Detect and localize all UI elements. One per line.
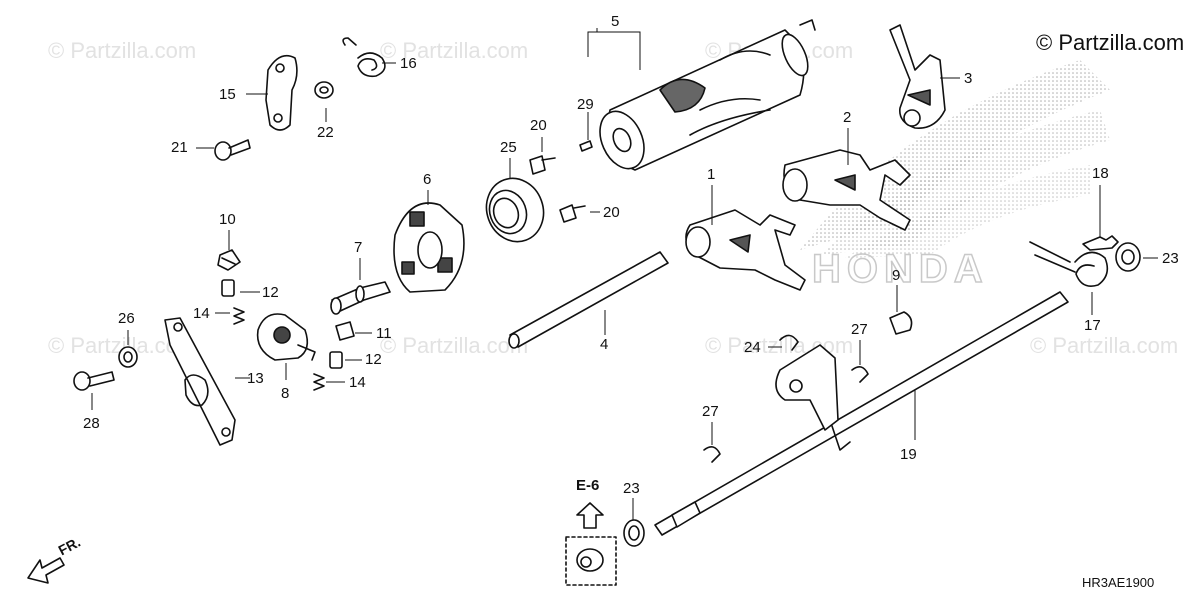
callout-25: 25 [500,139,517,156]
shift-fork-3 [889,24,946,129]
pin-11 [335,321,355,341]
stopper-plate [256,313,316,361]
callout-4: 4 [600,336,609,353]
callout-13: 13 [247,370,264,387]
bearing [485,177,545,243]
callout-20: 20 [603,204,620,221]
callout-8: 8 [281,385,290,402]
plug [889,311,913,335]
callout-15: 15 [219,86,236,103]
bolt [559,204,586,223]
callout-10: 10 [219,211,236,228]
callout-29: 29 [577,96,594,113]
collar-26 [118,346,138,368]
pin-bolt [330,281,391,315]
callout-27: 27 [702,403,719,420]
collar [329,351,343,369]
return-spring [342,37,386,78]
callout-19: 19 [900,446,917,463]
shift-fork-2 [782,149,911,231]
callout-27: 27 [851,321,868,338]
reference-label: E-6 [576,477,600,494]
bolt-21 [214,139,251,161]
shift-drum-center [393,202,465,293]
callout-28: 28 [83,415,100,432]
callout-2: 2 [843,109,852,126]
fork-shaft [508,251,669,349]
callout-18: 18 [1092,165,1109,182]
callout-12: 12 [262,284,279,301]
watermark: © Partzilla.com [1030,333,1179,358]
shift-spring [1029,241,1109,287]
gearshift-spindle [654,291,1069,536]
callout-26: 26 [118,310,135,327]
reference-box [565,502,617,586]
callout-14: 14 [193,305,210,322]
washer-23 [623,519,645,547]
spring [233,307,245,325]
callout-24: 24 [744,339,761,356]
callout-1: 1 [707,166,716,183]
copyright-text: © Partzilla.com [1036,30,1185,55]
callout-12: 12 [365,351,382,368]
callout-21: 21 [171,139,188,156]
callout-23: 23 [623,480,640,497]
callout-22: 22 [317,124,334,141]
honda-text: HONDA [812,247,989,291]
washer-23 [1115,242,1141,272]
watermark: © Partzilla.com [380,333,529,358]
callout-7: 7 [354,239,363,256]
callout-17: 17 [1084,317,1101,334]
watermark: © Partzilla.com [48,38,197,63]
bolt-28 [73,371,115,391]
spring [313,373,325,391]
shift-drum [599,19,816,171]
washer [314,81,334,99]
collar [221,279,235,297]
callout-11: 11 [376,325,392,342]
clip-27 [851,366,869,383]
bolt [529,155,556,175]
cover-plate [164,317,236,446]
callout-14: 14 [349,374,366,391]
stopper-arm [265,54,298,131]
callout-23: 23 [1162,250,1179,267]
pin-10 [217,249,241,271]
leader-lines [91,28,1158,520]
callout-20: 20 [530,117,547,134]
callout-3: 3 [964,70,973,87]
watermark: © Partzilla.com [380,38,529,63]
shift-fork-1 [685,209,806,291]
callout-6: 6 [423,171,432,188]
clip-27 [703,446,721,463]
callout-5: 5 [611,13,620,30]
front-direction-arrow [27,557,65,584]
pin [579,140,593,152]
bolt-18 [1082,235,1119,251]
drawing-code: HR3AE1900 [1082,575,1155,590]
callout-9: 9 [892,267,901,284]
callout-16: 16 [400,55,417,72]
clip [779,334,799,351]
